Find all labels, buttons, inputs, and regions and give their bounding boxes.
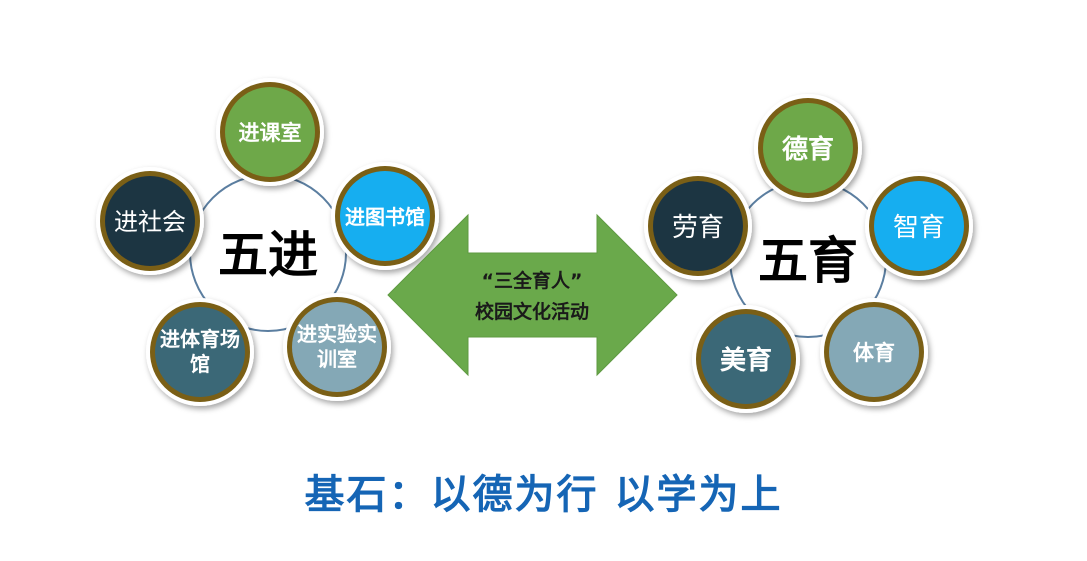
left-group: 进课室 进社会 进图书馆 进体育场馆 进实验实训室 五进 [96,78,439,406]
node-laoyu [644,172,752,280]
node-label: 体育 [853,341,895,365]
node-jin-tiyuchangguan [146,298,254,406]
node-label: 进社会 [114,208,186,236]
double-headed-arrow [387,213,678,377]
node-jin-tushuguan [331,162,439,270]
right-center-title: 五育 [758,232,858,290]
node-label: 进课室 [239,121,302,145]
node-label: 德育 [782,134,834,165]
node-label: 智育 [893,213,945,243]
arrow-label-line2: 校园文化活动 [475,300,589,323]
node-jin-keshi [216,78,324,186]
node-tiyu [820,298,928,406]
node-label: 美育 [720,345,772,376]
caption: 基石：以德为行 以学为上 [304,471,783,518]
node-jin-shiyan-shixunshi [283,293,391,401]
node-zhiyu [865,172,973,280]
node-label: 进图书馆 [345,205,425,229]
node-meiyu [692,305,800,413]
node-deyu [754,94,862,202]
arrow-label-line1: “三全育人” [482,269,583,292]
left-center-title: 五进 [218,226,318,284]
node-label: 进实验实训室 [297,322,377,371]
node-label: 劳育 [672,213,724,243]
node-label: 进体育场馆 [160,327,240,376]
right-group: 德育 劳育 智育 美育 体育 五育 [644,94,973,413]
node-jin-shehui [96,167,204,275]
